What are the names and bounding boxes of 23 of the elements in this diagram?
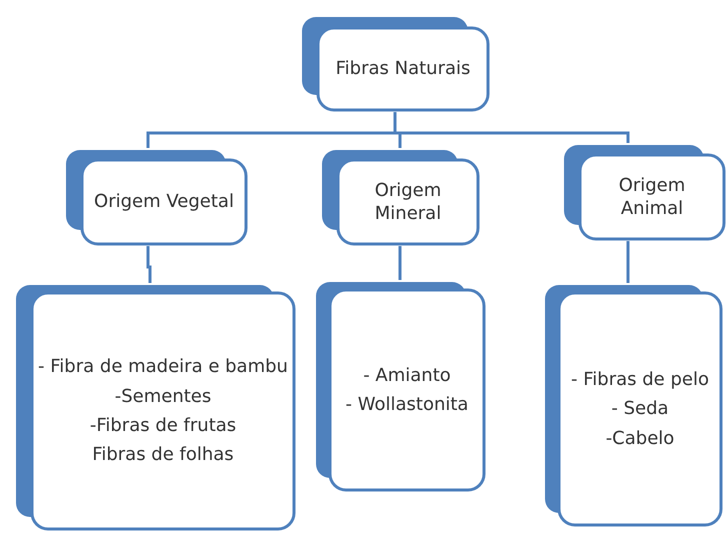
node-text: - Fibra de madeira e bambu (38, 355, 288, 379)
node-text: Fibras Naturais (336, 57, 470, 81)
node-text: - Fibras de pelo (571, 368, 709, 392)
connector-line (626, 241, 630, 283)
rounded-box (320, 148, 480, 246)
node-text: - Wollastonita (346, 393, 468, 416)
rounded-box (543, 283, 723, 527)
node-text: -Fibras de frutas (90, 414, 236, 438)
node-text: - Seda (611, 397, 669, 421)
node-text: -Cabelo (606, 426, 674, 450)
rounded-box (314, 280, 486, 492)
rounded-box (300, 15, 490, 112)
node-text: Origem Mineral (374, 178, 442, 226)
node-text: - Amianto (363, 364, 451, 387)
connector-line (146, 246, 152, 283)
rounded-box (562, 143, 726, 241)
node-text: Origem Vegetal (94, 190, 234, 214)
node-text: Origem Animal (618, 174, 686, 220)
rounded-box (14, 283, 296, 531)
node-text: Fibras de folhas (92, 443, 234, 467)
rounded-box (64, 148, 248, 246)
connector-line (398, 246, 402, 280)
node-text: -Sementes (114, 384, 212, 408)
